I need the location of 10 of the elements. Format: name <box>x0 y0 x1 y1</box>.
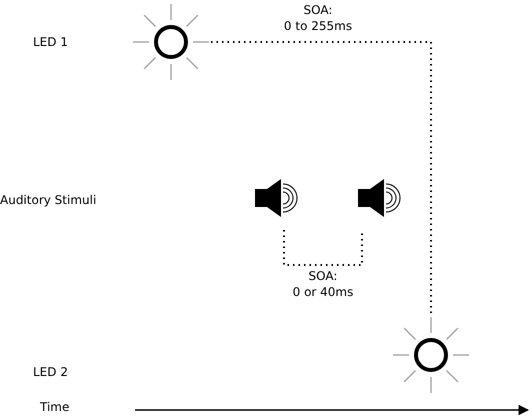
speaker-icon <box>358 179 400 217</box>
row-label: LED 2 <box>33 365 68 379</box>
light-icon <box>393 317 469 393</box>
row-label: LED 1 <box>33 35 68 49</box>
speaker-icon <box>255 179 298 217</box>
row-label: Time <box>40 400 70 414</box>
dotted-connector <box>211 41 432 315</box>
light-icon <box>133 4 209 80</box>
dotted-connector <box>283 230 363 266</box>
row-label: Auditory Stimuli <box>0 193 96 207</box>
